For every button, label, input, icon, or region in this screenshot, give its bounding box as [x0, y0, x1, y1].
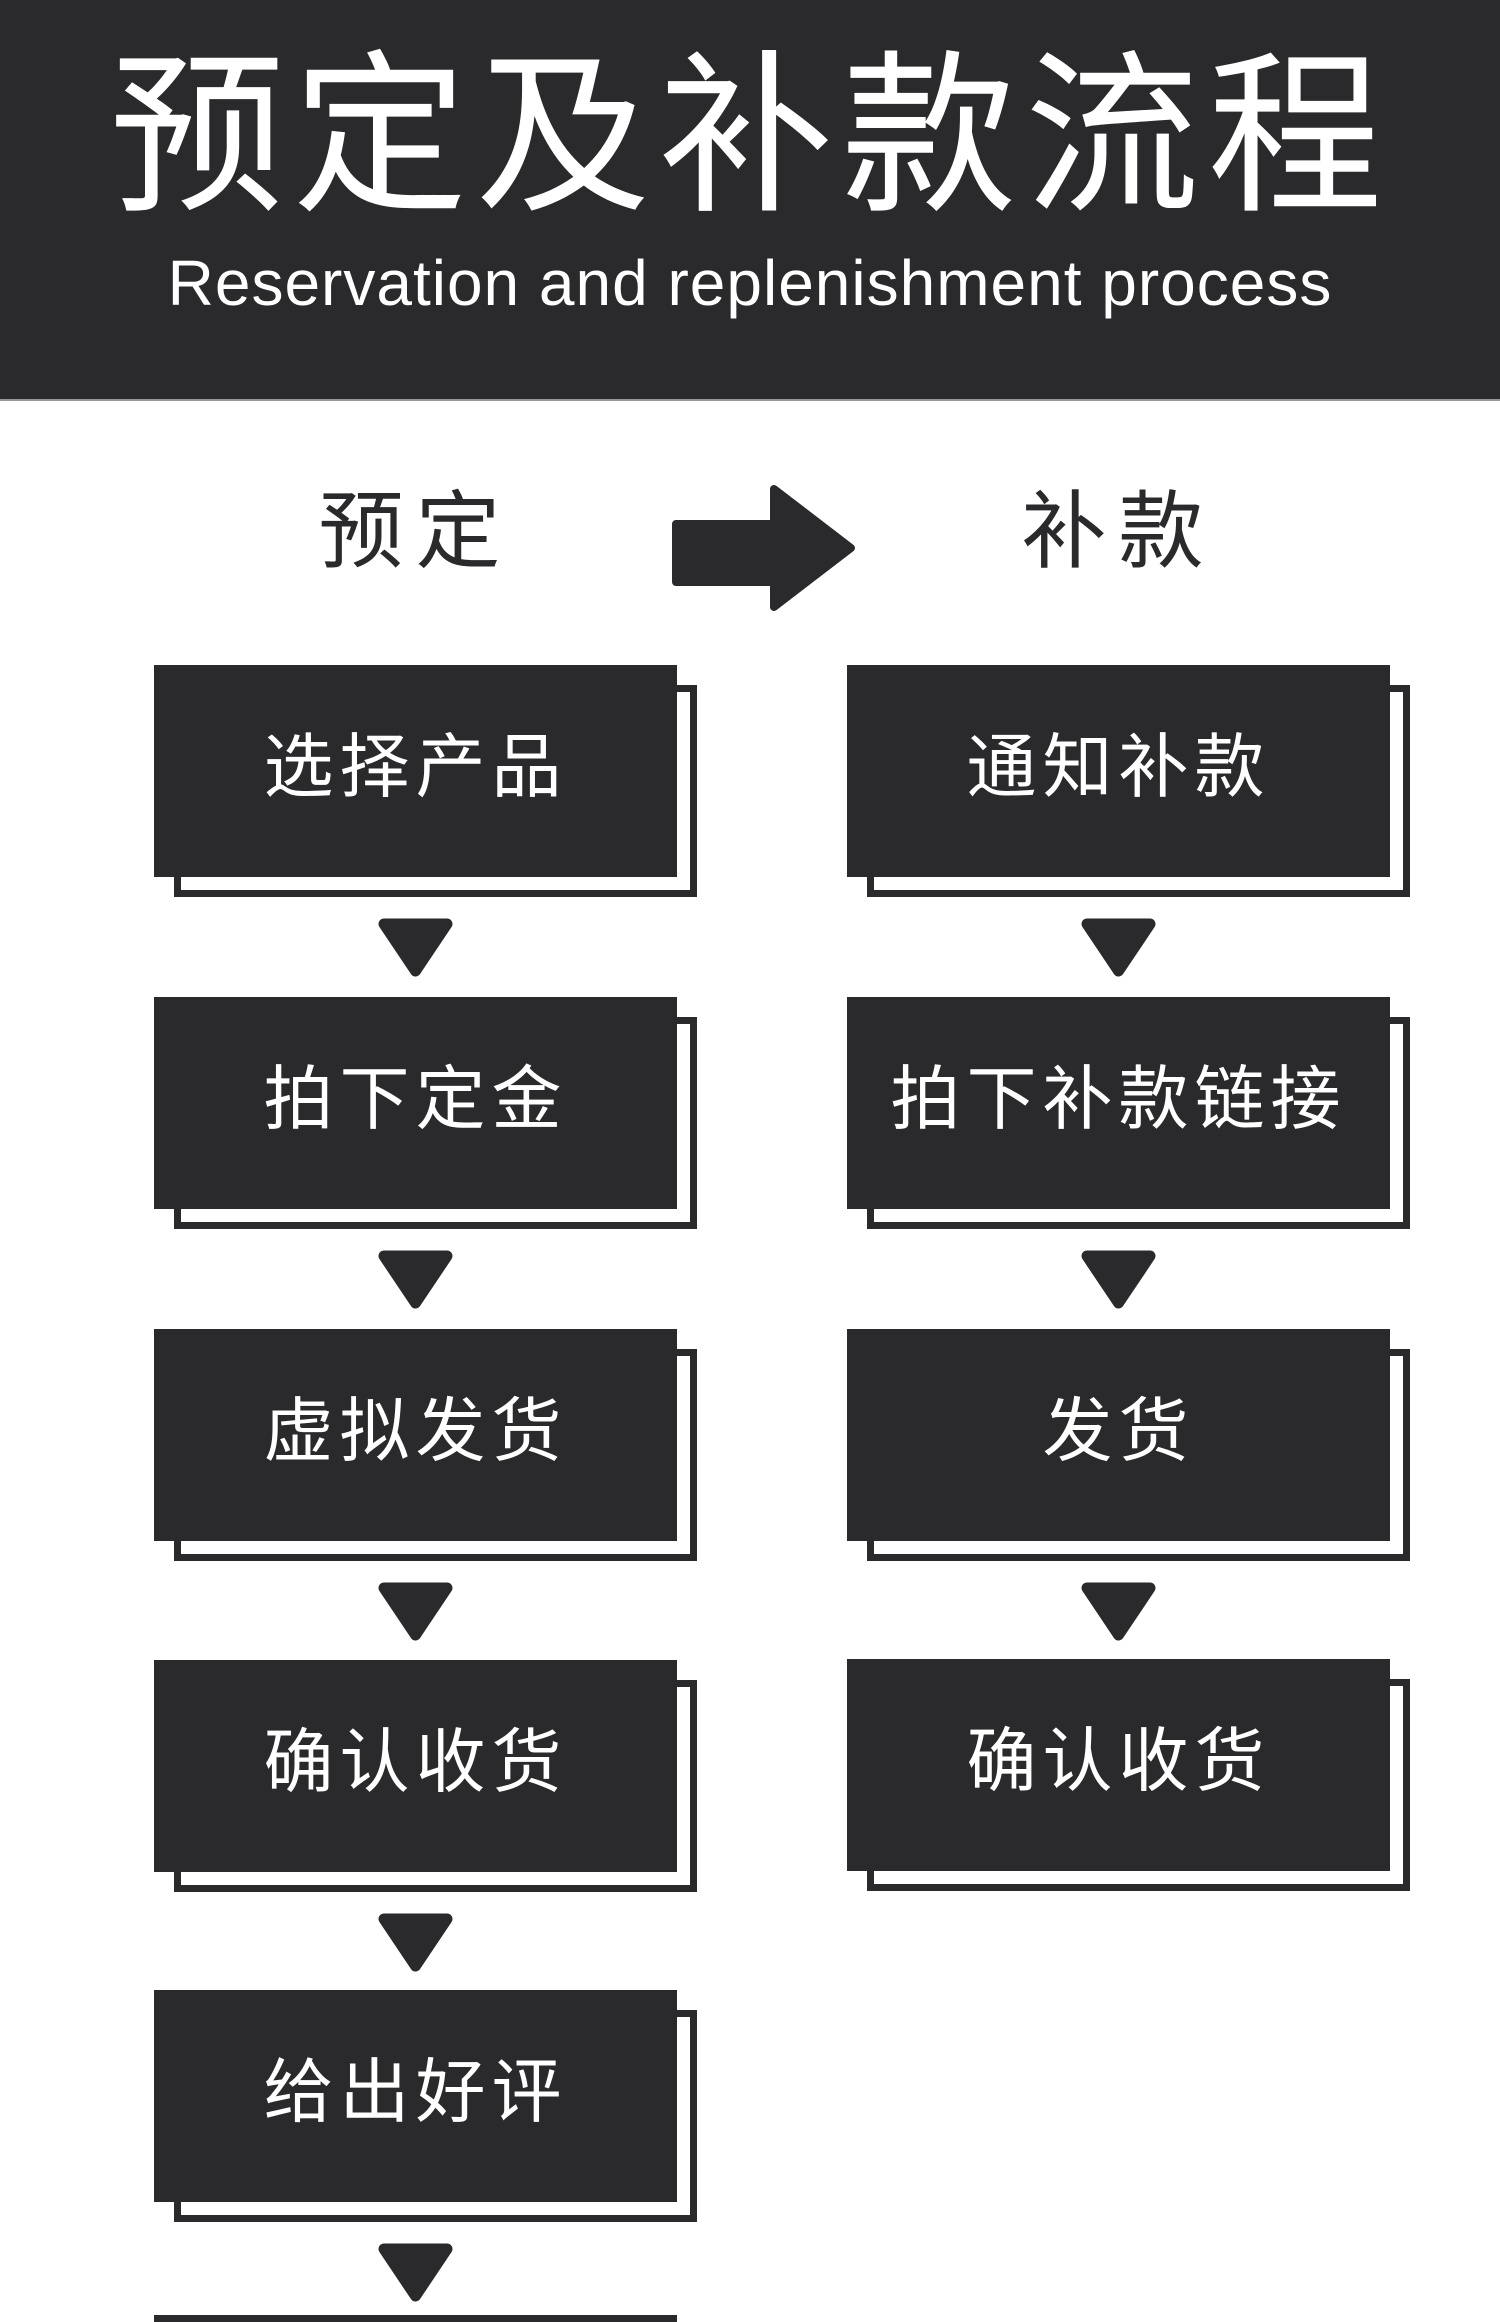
step-face: 拍下定金	[154, 997, 677, 1209]
step-face: 给出好评	[154, 1990, 677, 2202]
step-label: 拍下定金	[263, 1060, 568, 1138]
flow-step-pay-deposit: 拍下定金	[154, 997, 697, 1229]
arrow-down-icon	[1081, 1582, 1156, 1641]
step-label: 拍下补款链接	[890, 1060, 1347, 1138]
arrow-down-icon	[1081, 1250, 1156, 1309]
flow-step-pay-balance-link: 拍下补款链接	[847, 997, 1410, 1229]
arrow-down-icon	[378, 918, 453, 977]
step-face: 选择产品	[154, 665, 677, 877]
column-label-reservation: 预定	[318, 485, 513, 580]
step-label: 发货	[1042, 1392, 1195, 1470]
flow-step-confirm-receipt-right: 确认收货	[847, 1659, 1410, 1891]
step-label: 选择产品	[263, 728, 568, 806]
step-face: 拍下补款链接	[847, 997, 1390, 1209]
step-label: 虚拟发货	[263, 1392, 568, 1470]
step-label: 确认收货	[263, 1723, 568, 1801]
arrow-right-icon	[672, 485, 855, 611]
flow-step-confirm-receipt-left: 确认收货	[154, 1660, 697, 1892]
flow-step-virtual-shipping: 虚拟发货	[154, 1329, 697, 1561]
step-label: 通知补款	[966, 728, 1271, 806]
flow-step-ship: 发货	[847, 1329, 1410, 1561]
page-subtitle: Reservation and replenishment process	[167, 247, 1333, 319]
step-label: 确认收货	[966, 1722, 1271, 1800]
arrow-down-icon	[378, 2243, 453, 2302]
step-face: 确认收货	[847, 1659, 1390, 1871]
header-banner: 预定及补款流程 Reservation and replenishment pr…	[0, 0, 1500, 401]
step-face: 虚拟发货	[154, 1329, 677, 1541]
flow-step-partial	[154, 2315, 677, 2322]
step-label: 给出好评	[263, 2053, 568, 2131]
step-face: 通知补款	[847, 665, 1390, 877]
arrow-down-icon	[378, 1913, 453, 1972]
arrow-down-icon	[1081, 918, 1156, 977]
arrow-down-icon	[378, 1250, 453, 1309]
flow-step-select-product: 选择产品	[154, 665, 697, 897]
arrow-down-icon	[378, 1582, 453, 1641]
step-face: 发货	[847, 1329, 1390, 1541]
page-title: 预定及补款流程	[109, 40, 1391, 235]
flow-step-notify-balance: 通知补款	[847, 665, 1410, 897]
flow-step-leave-review: 给出好评	[154, 1990, 697, 2222]
step-face: 确认收货	[154, 1660, 677, 1872]
column-label-replenishment: 补款	[1021, 485, 1216, 580]
step-face	[154, 2315, 677, 2322]
